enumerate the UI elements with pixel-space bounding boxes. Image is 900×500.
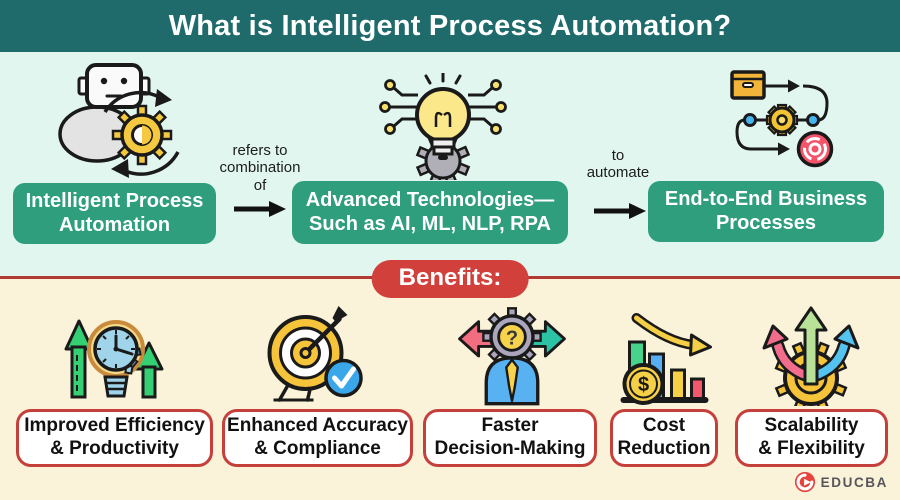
robot-brain-gear-icon bbox=[58, 63, 180, 178]
benefit-scalability-flexibility: Scalability & Flexibility bbox=[735, 409, 888, 467]
flow-step-label: Intelligent Process Automation bbox=[25, 189, 204, 236]
question-mark-glyph: ? bbox=[506, 328, 518, 350]
flow-step-advanced-technologies: Advanced Technologies— Such as AI, ML, N… bbox=[292, 181, 568, 244]
benefit-cost-reduction: Cost Reduction bbox=[610, 409, 718, 467]
decision-person-gear-icon: ? bbox=[458, 307, 566, 406]
flow-step-end-to-end-processes: End-to-End Business Processes bbox=[648, 181, 884, 242]
process-flow-icon bbox=[730, 70, 834, 168]
benefit-label: Enhanced Accuracy & Compliance bbox=[227, 415, 408, 459]
educba-logo-icon bbox=[794, 471, 815, 493]
connector-label-to-automate: to automate bbox=[586, 147, 650, 182]
benefits-banner: Benefits: bbox=[371, 260, 529, 298]
flow-step-intelligent-process-automation: Intelligent Process Automation bbox=[13, 183, 216, 244]
benefit-label: Faster Decision-Making bbox=[434, 415, 586, 459]
benefit-label: Improved Efficiency & Productivity bbox=[24, 415, 205, 459]
efficiency-bulb-clock-icon bbox=[64, 319, 164, 399]
benefit-label: Scalability & Flexibility bbox=[758, 415, 865, 459]
target-dart-check-icon bbox=[267, 306, 363, 402]
declining-chart-coin-icon: $ bbox=[620, 313, 712, 405]
page-title: What is Intelligent Process Automation? bbox=[168, 9, 732, 42]
benefit-faster-decision-making: Faster Decision-Making bbox=[423, 409, 597, 467]
brand-name: EDUCBA bbox=[820, 474, 888, 490]
educba-logo: EDUCBA bbox=[794, 471, 888, 493]
benefit-enhanced-accuracy: Enhanced Accuracy & Compliance bbox=[222, 409, 413, 467]
lightbulb-circuit-gear-icon bbox=[379, 73, 507, 180]
benefit-improved-efficiency: Improved Efficiency & Productivity bbox=[16, 409, 213, 467]
right-arrow-icon bbox=[234, 201, 286, 217]
flow-section: Intelligent Process Automation Advanced … bbox=[0, 52, 900, 277]
benefit-label: Cost Reduction bbox=[617, 415, 711, 459]
header: What is Intelligent Process Automation? bbox=[0, 0, 900, 52]
flow-step-label: End-to-End Business Processes bbox=[664, 187, 868, 234]
connector-label-refers-to: refers to combination of bbox=[219, 142, 301, 194]
right-arrow-icon bbox=[594, 203, 646, 219]
gear-branch-arrows-icon bbox=[762, 306, 860, 406]
dollar-glyph: $ bbox=[638, 374, 649, 396]
flow-step-label: Advanced Technologies— Such as AI, ML, N… bbox=[305, 188, 555, 235]
